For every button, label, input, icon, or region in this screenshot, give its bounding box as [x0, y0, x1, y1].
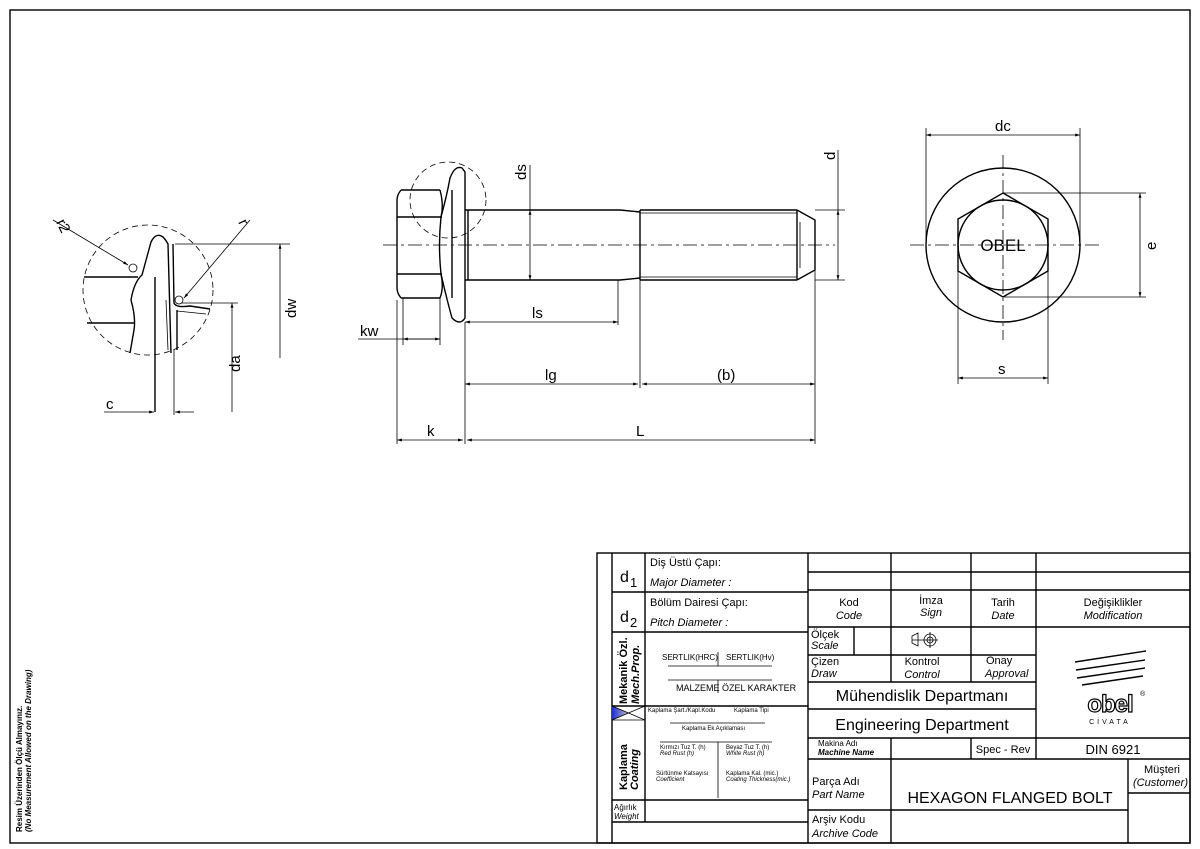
title-block: d 1 Diş Üstü Çapı: Major Diameter : d 2 …	[596, 552, 1191, 844]
part-name-value: HEXAGON FLANGED BOLT	[907, 790, 1112, 807]
approval-label-tr: Onay	[986, 655, 1013, 667]
side-note-en: (No Measurement Allowed on the Drawing)	[24, 669, 33, 832]
code-label-tr: Kod	[839, 597, 859, 609]
logo-subtitle: CİVATA	[1089, 717, 1131, 726]
d2-label-tr: Bölüm Dairesi Çapı:	[650, 597, 748, 609]
weight-label-tr: Ağırlık	[614, 803, 638, 812]
white-rust-tr: Beyaz Tuz T. (h)	[726, 745, 769, 751]
scale-label-tr: Ölçek	[811, 629, 840, 641]
dim-c: c	[106, 396, 114, 413]
modification-label-en: Modification	[1084, 610, 1143, 622]
material-label: MALZEME	[676, 683, 720, 693]
customer-label-tr: Müşteri	[1144, 764, 1180, 776]
d1-symbol: d	[620, 569, 629, 586]
friction-tr: Sürtünme Katsayısı	[656, 771, 709, 777]
obel-logo: obel ® CİVATA	[1074, 650, 1147, 726]
weight-label-en: Weight	[614, 812, 640, 821]
machine-label-tr: Makina Adı	[818, 739, 858, 748]
dim-e: e	[1143, 242, 1160, 250]
head-marking: OBEL	[980, 236, 1025, 255]
side-note-tr: Resim Üzerinden Ölçü Almayınız.	[15, 706, 24, 832]
d1-label-en: Major Diameter :	[650, 577, 731, 589]
archive-label-tr: Arşiv Kodu	[812, 814, 865, 826]
coating-extra-label: Kaplama Ek Açıklaması	[682, 726, 745, 732]
mech-label-tr: Mekanik Özl.	[617, 637, 630, 704]
d2-symbol: d	[620, 609, 629, 626]
white-rust-en: White Rust (h)	[726, 751, 764, 757]
coating-spec-code-label: Kaplama Şart./Kapl.Kodu	[648, 708, 715, 714]
logo-wordmark: obel	[1087, 691, 1132, 718]
projection-symbol-icon	[911, 632, 938, 648]
thickness-tr: Kaplama Kal. (mic.)	[726, 771, 778, 777]
code-label-en: Code	[836, 610, 862, 622]
dim-s: s	[998, 361, 1006, 378]
d2-subscript: 2	[630, 615, 637, 630]
dim-b: (b)	[717, 367, 735, 384]
department-en: Engineering Department	[835, 717, 1009, 734]
hardness-hrc-label: SERTLIK(HRC)	[662, 653, 718, 662]
dim-L: L	[636, 423, 644, 440]
dim-k: k	[427, 423, 435, 440]
coating-label-en: Coating	[629, 749, 641, 790]
draw-label-tr: Çizen	[811, 656, 839, 668]
red-rust-en: Red Rust (h)	[660, 751, 694, 757]
hardness-hv-label: SERTLIK(Hv)	[726, 653, 775, 662]
date-label-en: Date	[991, 610, 1014, 622]
bolt-end-view: OBEL dc e s	[910, 118, 1160, 384]
dim-dw: dw	[283, 299, 300, 318]
control-label-en: Control	[904, 669, 940, 681]
dim-kw: kw	[360, 323, 379, 340]
dim-dc: dc	[995, 118, 1011, 135]
logo-registered: ®	[1140, 690, 1146, 698]
coating-label-tr: Kaplama	[618, 743, 630, 790]
date-label-tr: Tarih	[991, 597, 1015, 609]
mech-label-en: Mech.Prop.	[630, 645, 642, 704]
side-note: Resim Üzerinden Ölçü Almayınız. (No Meas…	[15, 669, 33, 832]
part-label-en: Part Name	[812, 789, 865, 801]
dim-ds: ds	[513, 164, 530, 180]
d2-label-en: Pitch Diameter :	[650, 617, 728, 629]
friction-en: Coefficient	[656, 777, 685, 783]
flange-detail-view: r2 r dw da c	[52, 217, 300, 415]
draw-label-en: Draw	[811, 668, 838, 680]
sign-label-tr: İmza	[919, 594, 944, 607]
part-label-tr: Parça Adı	[812, 776, 860, 788]
department-tr: Mühendislik Departmanı	[836, 688, 1009, 705]
dim-da: da	[227, 355, 244, 372]
customer-label-en: (Customer)	[1133, 777, 1188, 789]
coating-type-label: Kaplama Tipi	[734, 708, 769, 714]
dim-d: d	[822, 152, 839, 160]
d1-label-tr: Diş Üstü Çapı:	[650, 557, 721, 569]
dim-r2: r2	[52, 217, 73, 236]
dim-lg: lg	[545, 367, 557, 384]
modification-label-tr: Değişiklikler	[1084, 597, 1143, 609]
machine-label-en: Machine Name	[818, 748, 875, 757]
spec-rev-label: Spec - Rev	[976, 744, 1031, 756]
bolt-side-view: ds d ls kw lg (b) k L	[358, 150, 845, 444]
dim-ls: ls	[532, 305, 543, 322]
dim-r: r	[234, 217, 252, 229]
sign-label-en: Sign	[920, 607, 942, 619]
standard-value: DIN 6921	[1086, 742, 1141, 757]
thickness-en: Coating Thickness(mic.)	[726, 777, 790, 783]
scale-label-en: Scale	[811, 640, 839, 652]
approval-label-en: Approval	[984, 668, 1029, 680]
d1-subscript: 1	[630, 575, 637, 590]
red-rust-tr: Kırmızı Tuz T. (h)	[660, 745, 706, 751]
special-char-label: ÖZEL KARAKTER	[722, 683, 797, 693]
control-label-tr: Kontrol	[905, 656, 940, 668]
archive-label-en: Archive Code	[811, 828, 878, 840]
